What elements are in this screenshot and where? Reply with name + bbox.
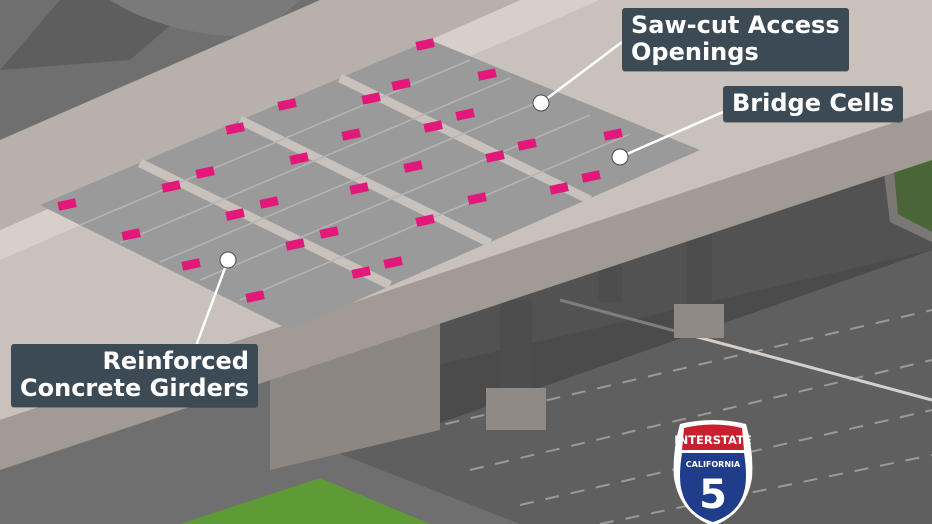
callout-bridge-cells: Bridge Cells — [723, 86, 903, 122]
callout-reinforced-concrete-girders: Reinforced Concrete Girders — [11, 344, 258, 407]
grass-bottom — [180, 478, 430, 524]
callout-pointer-dot-icon — [219, 94, 629, 269]
shield-state-text: CALIFORNIA — [686, 460, 741, 469]
bridge-piers — [486, 222, 724, 430]
callout-saw-cut-access-openings: Saw-cut Access Openings — [622, 8, 849, 71]
callout-text-line: Openings — [631, 37, 759, 66]
shield-top-text: INTERSTATE — [674, 433, 752, 447]
callout-text-line: Reinforced — [102, 347, 249, 375]
callout-text-line: Bridge Cells — [732, 89, 894, 117]
cell-dividers — [138, 73, 592, 290]
lower-highway — [330, 250, 932, 524]
interstate-shield-icon: INTERSTATE CALIFORNIA 5 — [673, 420, 753, 524]
access-openings — [57, 38, 623, 303]
callout-text-line: Concrete Girders — [20, 373, 249, 402]
callout-leader-lines — [194, 41, 724, 347]
ramp-curve — [110, 0, 300, 37]
shield-route-number: 5 — [699, 472, 727, 518]
callout-text-line: Saw-cut Access — [631, 11, 840, 39]
